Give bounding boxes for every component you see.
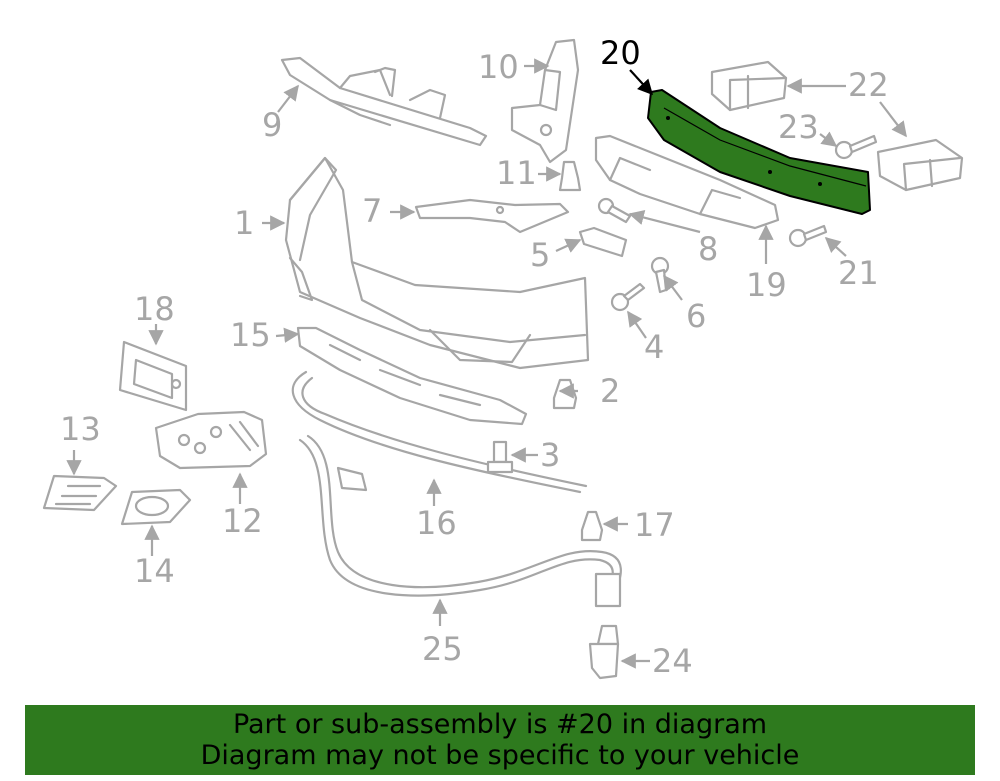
part-13-grille-piece xyxy=(42,474,118,512)
callout-24: 24 xyxy=(652,642,693,680)
callout-16: 16 xyxy=(416,504,457,542)
callout-5: 5 xyxy=(530,236,550,274)
part-23-bolt xyxy=(834,134,878,160)
callout-13: 13 xyxy=(60,410,101,448)
callout-7: 7 xyxy=(362,192,382,230)
info-banner: Part or sub-assembly is #20 in diagram D… xyxy=(25,705,975,775)
part-10-side-bracket xyxy=(510,38,580,164)
callout-numbers: 1 2 3 4 5 6 7 8 9 10 11 12 13 14 15 16 1… xyxy=(60,34,889,680)
callout-1: 1 xyxy=(234,204,254,242)
callout-18: 18 xyxy=(134,290,175,328)
part-9-upper-support xyxy=(280,56,488,147)
callout-19: 19 xyxy=(746,266,787,304)
part-2-clip xyxy=(552,378,578,410)
callout-6: 6 xyxy=(686,297,706,335)
part-21-bolt xyxy=(788,224,828,248)
part-7-bracket xyxy=(414,198,570,234)
exploded-parts-diagram: 1 2 3 4 5 6 7 8 9 10 11 12 13 14 15 16 1… xyxy=(42,34,964,680)
callout-22: 22 xyxy=(848,66,889,104)
part-18-license-bracket xyxy=(118,340,188,412)
callout-12: 12 xyxy=(222,502,263,540)
callout-8: 8 xyxy=(698,230,718,268)
part-22-mounts xyxy=(710,60,964,192)
callout-20: 20 xyxy=(600,34,641,72)
leader-lines xyxy=(66,58,907,669)
part-14-fog-bezel xyxy=(120,488,192,526)
banner-line-2: Diagram may not be specific to your vehi… xyxy=(200,740,800,771)
part-11-clip xyxy=(558,160,582,192)
part-15-lower-grille xyxy=(296,326,528,426)
callout-25: 25 xyxy=(422,630,463,668)
callout-23: 23 xyxy=(778,108,819,146)
part-8-bolt xyxy=(597,197,632,224)
part-17-clip xyxy=(580,510,604,542)
callout-4: 4 xyxy=(644,328,664,366)
part-12-fog-housing xyxy=(154,410,268,470)
part-19-absorber xyxy=(594,134,780,230)
callout-15: 15 xyxy=(230,316,271,354)
part-6-bolt xyxy=(650,256,670,294)
callout-11: 11 xyxy=(496,154,537,192)
callout-10: 10 xyxy=(478,48,519,86)
banner-line-1: Part or sub-assembly is #20 in diagram xyxy=(232,709,768,740)
part-24-sensor xyxy=(588,624,620,680)
callout-21: 21 xyxy=(838,254,879,292)
part-5-bracket xyxy=(578,226,628,258)
callout-9: 9 xyxy=(262,106,282,144)
part-3-bolt xyxy=(486,440,514,474)
callout-2: 2 xyxy=(600,372,620,410)
callout-17: 17 xyxy=(634,506,675,544)
part-20-bumper-reinforcement xyxy=(647,89,871,215)
part-4-screw xyxy=(610,282,646,312)
part-1-bumper-cover xyxy=(284,156,590,370)
part-25-wiring-harness xyxy=(298,434,622,608)
callout-14: 14 xyxy=(134,552,175,590)
callout-3: 3 xyxy=(540,436,560,474)
